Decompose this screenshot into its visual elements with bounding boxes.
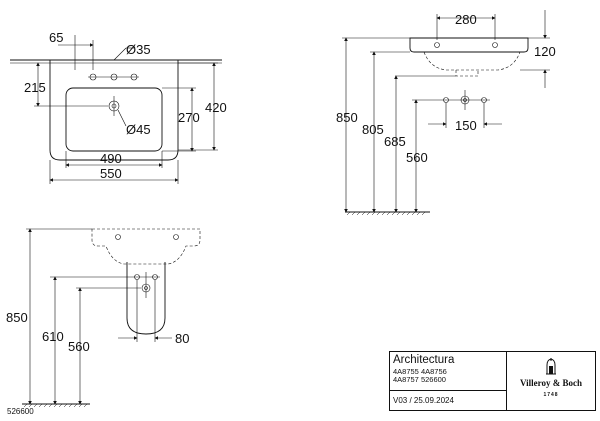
brand-year: 1748 [543,392,559,398]
side-dim-280-label: 280 [455,12,477,27]
dim-65-label: 65 [49,30,63,45]
side-dim-685-label: 685 [384,134,406,149]
front-dim-560-label: 560 [68,339,90,354]
dim-490-label: 490 [100,151,122,166]
product-codes-line-2: 4A8757 526600 [393,375,446,384]
brand-logo: Villeroy & Boch 1748 [507,352,595,410]
brand-emblem-icon [546,358,556,375]
side-basin-rim [409,37,529,53]
dim-d35-label: Ø35 [126,42,151,57]
side-dim-850-label: 850 [336,110,358,125]
basin-outline [49,60,179,161]
front-basin-outline [91,228,201,265]
dim-420-label: 420 [205,100,227,115]
front-view: 850 610 560 80 [6,228,201,408]
version-date: V03 / 25.09.2024 [393,396,454,405]
brand-name: Villeroy & Boch [520,378,582,388]
side-view: 280 120 850 805 685 560 [336,10,556,216]
title-block-version: V03 / 25.09.2024 [390,391,507,410]
drawing-number: 526600 [7,407,34,416]
front-pedestal [126,262,166,335]
dim-550-label: 550 [100,166,122,181]
top-view: 65 Ø35 215 420 270 Ø45 490 550 [10,30,227,184]
title-block-product: Architectura 4A8755 4A8756 4A8757 526600 [390,352,507,391]
front-dim-80-label: 80 [175,331,189,346]
title-block: Architectura 4A8755 4A8756 4A8757 526600… [389,351,596,411]
front-dim-610-label: 610 [42,329,64,344]
product-codes-line-1: 4A8755 4A8756 [393,367,447,376]
front-dim-850-label: 850 [6,310,28,325]
side-dim-805-label: 805 [362,122,384,137]
basin-bowl [65,87,163,152]
dim-270-label: 270 [178,110,200,125]
dim-d45-label: Ø45 [126,122,151,137]
side-dim-560-label: 560 [406,150,428,165]
side-dim-150-label: 150 [455,118,477,133]
product-title: Architectura [393,354,455,366]
side-dim-120-label: 120 [534,44,556,59]
dim-215-label: 215 [24,80,46,95]
